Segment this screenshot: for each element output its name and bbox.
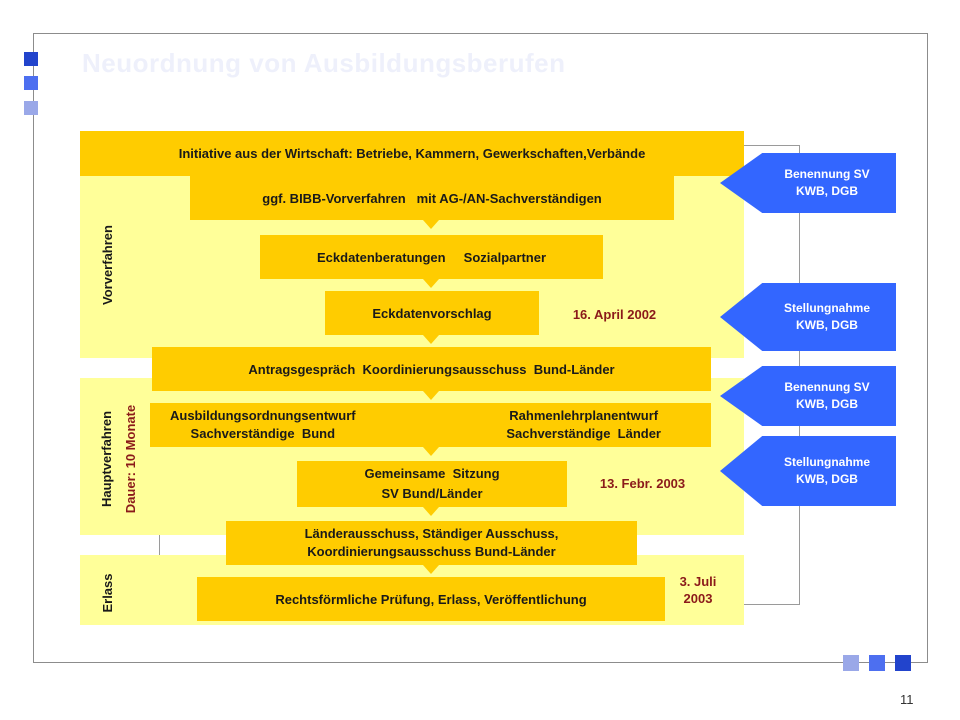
sitzung-line1: Gemeinsame Sitzung — [364, 466, 500, 481]
phase-label-erlass: Erlass — [100, 573, 115, 613]
step-antragsgespraech: Antragsgespräch Koordinierungsausschuss … — [152, 347, 711, 391]
flow-arrow-2 — [423, 220, 439, 229]
flow-arrow-3 — [423, 279, 439, 288]
step-eckdatenvorschlag: Eckdatenvorschlag — [325, 291, 539, 335]
arrow-benennung-sv-2: Benennung SV KWB, DGB — [720, 366, 896, 426]
deco-square-dark — [24, 52, 38, 66]
pruefung-text: Rechtsförmliche Prüfung, Erlass, Veröffe… — [275, 591, 587, 607]
juli-line2: 2003 — [683, 591, 713, 606]
deco-square-dark-bottom — [895, 655, 911, 671]
ausbildungsordnung-line2: Sachverständige Bund — [190, 426, 336, 441]
arrow-4-line2: KWB, DGB — [795, 472, 858, 486]
step-entwuerfe: Ausbildungsordnungsentwurf Sachverständi… — [150, 403, 711, 447]
step-ausbildungsordnung: Ausbildungsordnungsentwurf Sachverständi… — [170, 407, 356, 443]
arrow-1-line1: Benennung SV — [784, 167, 870, 181]
arrow-2-line2: KWB, DGB — [795, 318, 858, 332]
step-eckdatenberatungen-text: Eckdatenberatungen Sozialpartner — [317, 249, 546, 265]
flow-arrow-5 — [423, 391, 439, 400]
sitzung-line2: SV Bund/Länder — [381, 486, 483, 501]
date-febr-2003: 13. Febr. 2003 — [599, 476, 686, 491]
date-april-2002: 16. April 2002 — [572, 307, 657, 322]
arrow-benennung-sv-1: Benennung SV KWB, DGB — [720, 153, 896, 213]
flow-arrow-8 — [423, 565, 439, 574]
step-bibb-text: ggf. BIBB-Vorverfahren mit AG-/AN-Sachve… — [262, 190, 602, 206]
step-eckdatenvorschlag-text: Eckdatenvorschlag — [372, 305, 492, 321]
date-juli-2003: 3. Juli 2003 — [668, 573, 728, 607]
arrow-2-line1: Stellungnahme — [783, 301, 870, 315]
rahmenlehrplan-line2: Sachverständige Länder — [506, 426, 661, 441]
flow-arrow-6 — [423, 447, 439, 456]
rahmenlehrplan-line1: Rahmenlehrplanentwurf — [509, 408, 659, 423]
phase-label-hauptverfahren: Hauptverfahren — [99, 410, 114, 508]
step-eckdatenberatungen: Eckdatenberatungen Sozialpartner — [260, 235, 603, 279]
step-rahmenlehrplan: Rahmenlehrplanentwurf Sachverständige Lä… — [506, 407, 661, 443]
deco-square-mid-bottom — [869, 655, 885, 671]
arrow-4-line1: Stellungnahme — [783, 455, 870, 469]
phase-label-dauer: Dauer: 10 Monate — [123, 404, 138, 514]
juli-line1: 3. Juli — [679, 574, 717, 589]
step-antragsgespraech-text: Antragsgespräch Koordinierungsausschuss … — [248, 361, 615, 377]
phase-hauptverfahren-area — [80, 378, 744, 535]
arrow-3-line2: KWB, DGB — [796, 397, 858, 411]
feedback-line-bottom — [744, 604, 800, 605]
step-rechtsfoermliche-pruefung: Rechtsförmliche Prüfung, Erlass, Veröffe… — [197, 577, 665, 621]
step-bibb-vorverfahren: ggf. BIBB-Vorverfahren mit AG-/AN-Sachve… — [190, 176, 674, 220]
arrow-1-line2: KWB, DGB — [796, 184, 858, 198]
deco-square-mid — [24, 76, 38, 90]
connector-line-left — [159, 535, 160, 555]
slide-title: Neuordnung von Ausbildungsberufen — [82, 48, 566, 78]
ausbildungsordnung-line1: Ausbildungsordnungsentwurf — [170, 408, 356, 423]
feedback-line-top — [744, 145, 800, 146]
flow-arrow-7 — [423, 507, 439, 516]
laenderausschuss-line2: Koordinierungsausschuss Bund-Länder — [307, 544, 556, 559]
step-initiative-text: Initiative aus der Wirtschaft: Betriebe,… — [178, 146, 646, 161]
step-laenderausschuss: Länderausschuss, Ständiger Ausschuss, Ko… — [226, 521, 637, 565]
arrow-3-line1: Benennung SV — [784, 380, 870, 394]
flow-arrow-4 — [423, 335, 439, 344]
deco-square-light-bottom — [843, 655, 859, 671]
laenderausschuss-line1: Länderausschuss, Ständiger Ausschuss, — [304, 526, 559, 541]
page-number: 11 — [900, 692, 914, 707]
deco-square-light — [24, 101, 38, 115]
step-initiative: Initiative aus der Wirtschaft: Betriebe,… — [80, 131, 744, 176]
phase-label-vorverfahren: Vorverfahren — [100, 225, 115, 305]
slide-frame — [33, 33, 928, 663]
step-gemeinsame-sitzung: Gemeinsame Sitzung SV Bund/Länder — [297, 461, 567, 507]
